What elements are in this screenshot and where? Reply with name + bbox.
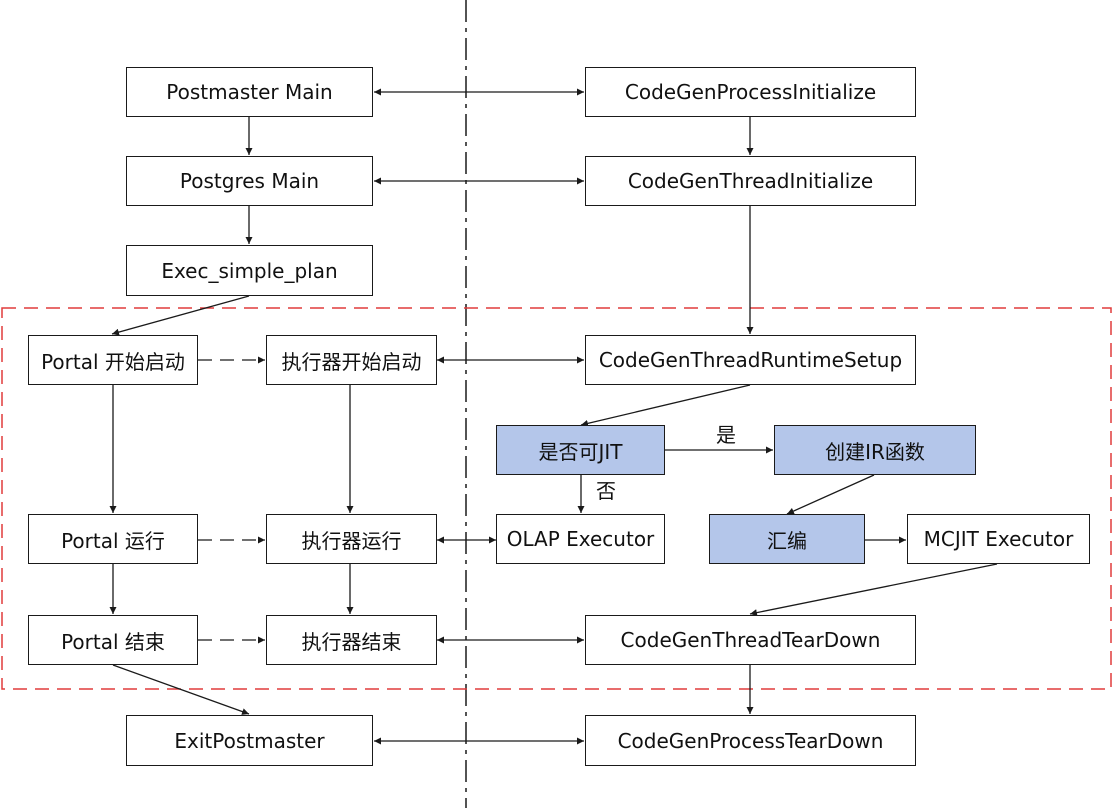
node-postgres-main: Postgres Main: [126, 156, 373, 206]
node-portal-start: Portal 开始启动: [28, 335, 198, 385]
node-portal-end: Portal 结束: [28, 615, 198, 665]
node-assemble: 汇编: [709, 514, 865, 564]
edge-label-yes: 是: [716, 423, 736, 447]
node-can-jit-decision: 是否可JIT: [496, 425, 665, 475]
node-portal-run: Portal 运行: [28, 514, 198, 564]
edge-mcjit-to-thread-teardown: [749, 563, 998, 617]
node-create-ir-function: 创建IR函数: [774, 425, 976, 475]
node-codegen-thread-teardown: CodeGenThreadTearDown: [585, 615, 916, 665]
node-codegen-process-teardown: CodeGenProcessTearDown: [585, 715, 916, 766]
jit-region-boundary: [1, 307, 1112, 690]
node-executor-run: 执行器运行: [266, 514, 437, 564]
node-mcjit-executor: MCJIT Executor: [907, 514, 1090, 564]
node-codegen-thread-initialize: CodeGenThreadInitialize: [585, 156, 916, 206]
node-codegen-process-initialize: CodeGenProcessInitialize: [585, 67, 916, 117]
node-codegen-thread-runtime-setup: CodeGenThreadRuntimeSetup: [585, 335, 916, 385]
edge-create-ir-to-assemble: [786, 474, 875, 515]
node-exit-postmaster: ExitPostmaster: [126, 715, 373, 766]
edge-portal-end-to-exit: [112, 664, 250, 715]
edge-label-no: 否: [596, 479, 616, 503]
node-exec-simple-plan: Exec_simple_plan: [126, 245, 373, 296]
node-olap-executor: OLAP Executor: [496, 514, 665, 564]
node-executor-end: 执行器结束: [266, 615, 437, 665]
edge-runtime-setup-to-can-jit: [580, 384, 751, 427]
node-postmaster-main: Postmaster Main: [126, 67, 373, 117]
node-executor-start: 执行器开始启动: [266, 335, 437, 385]
edge-exec-to-portal-start: [111, 295, 250, 336]
